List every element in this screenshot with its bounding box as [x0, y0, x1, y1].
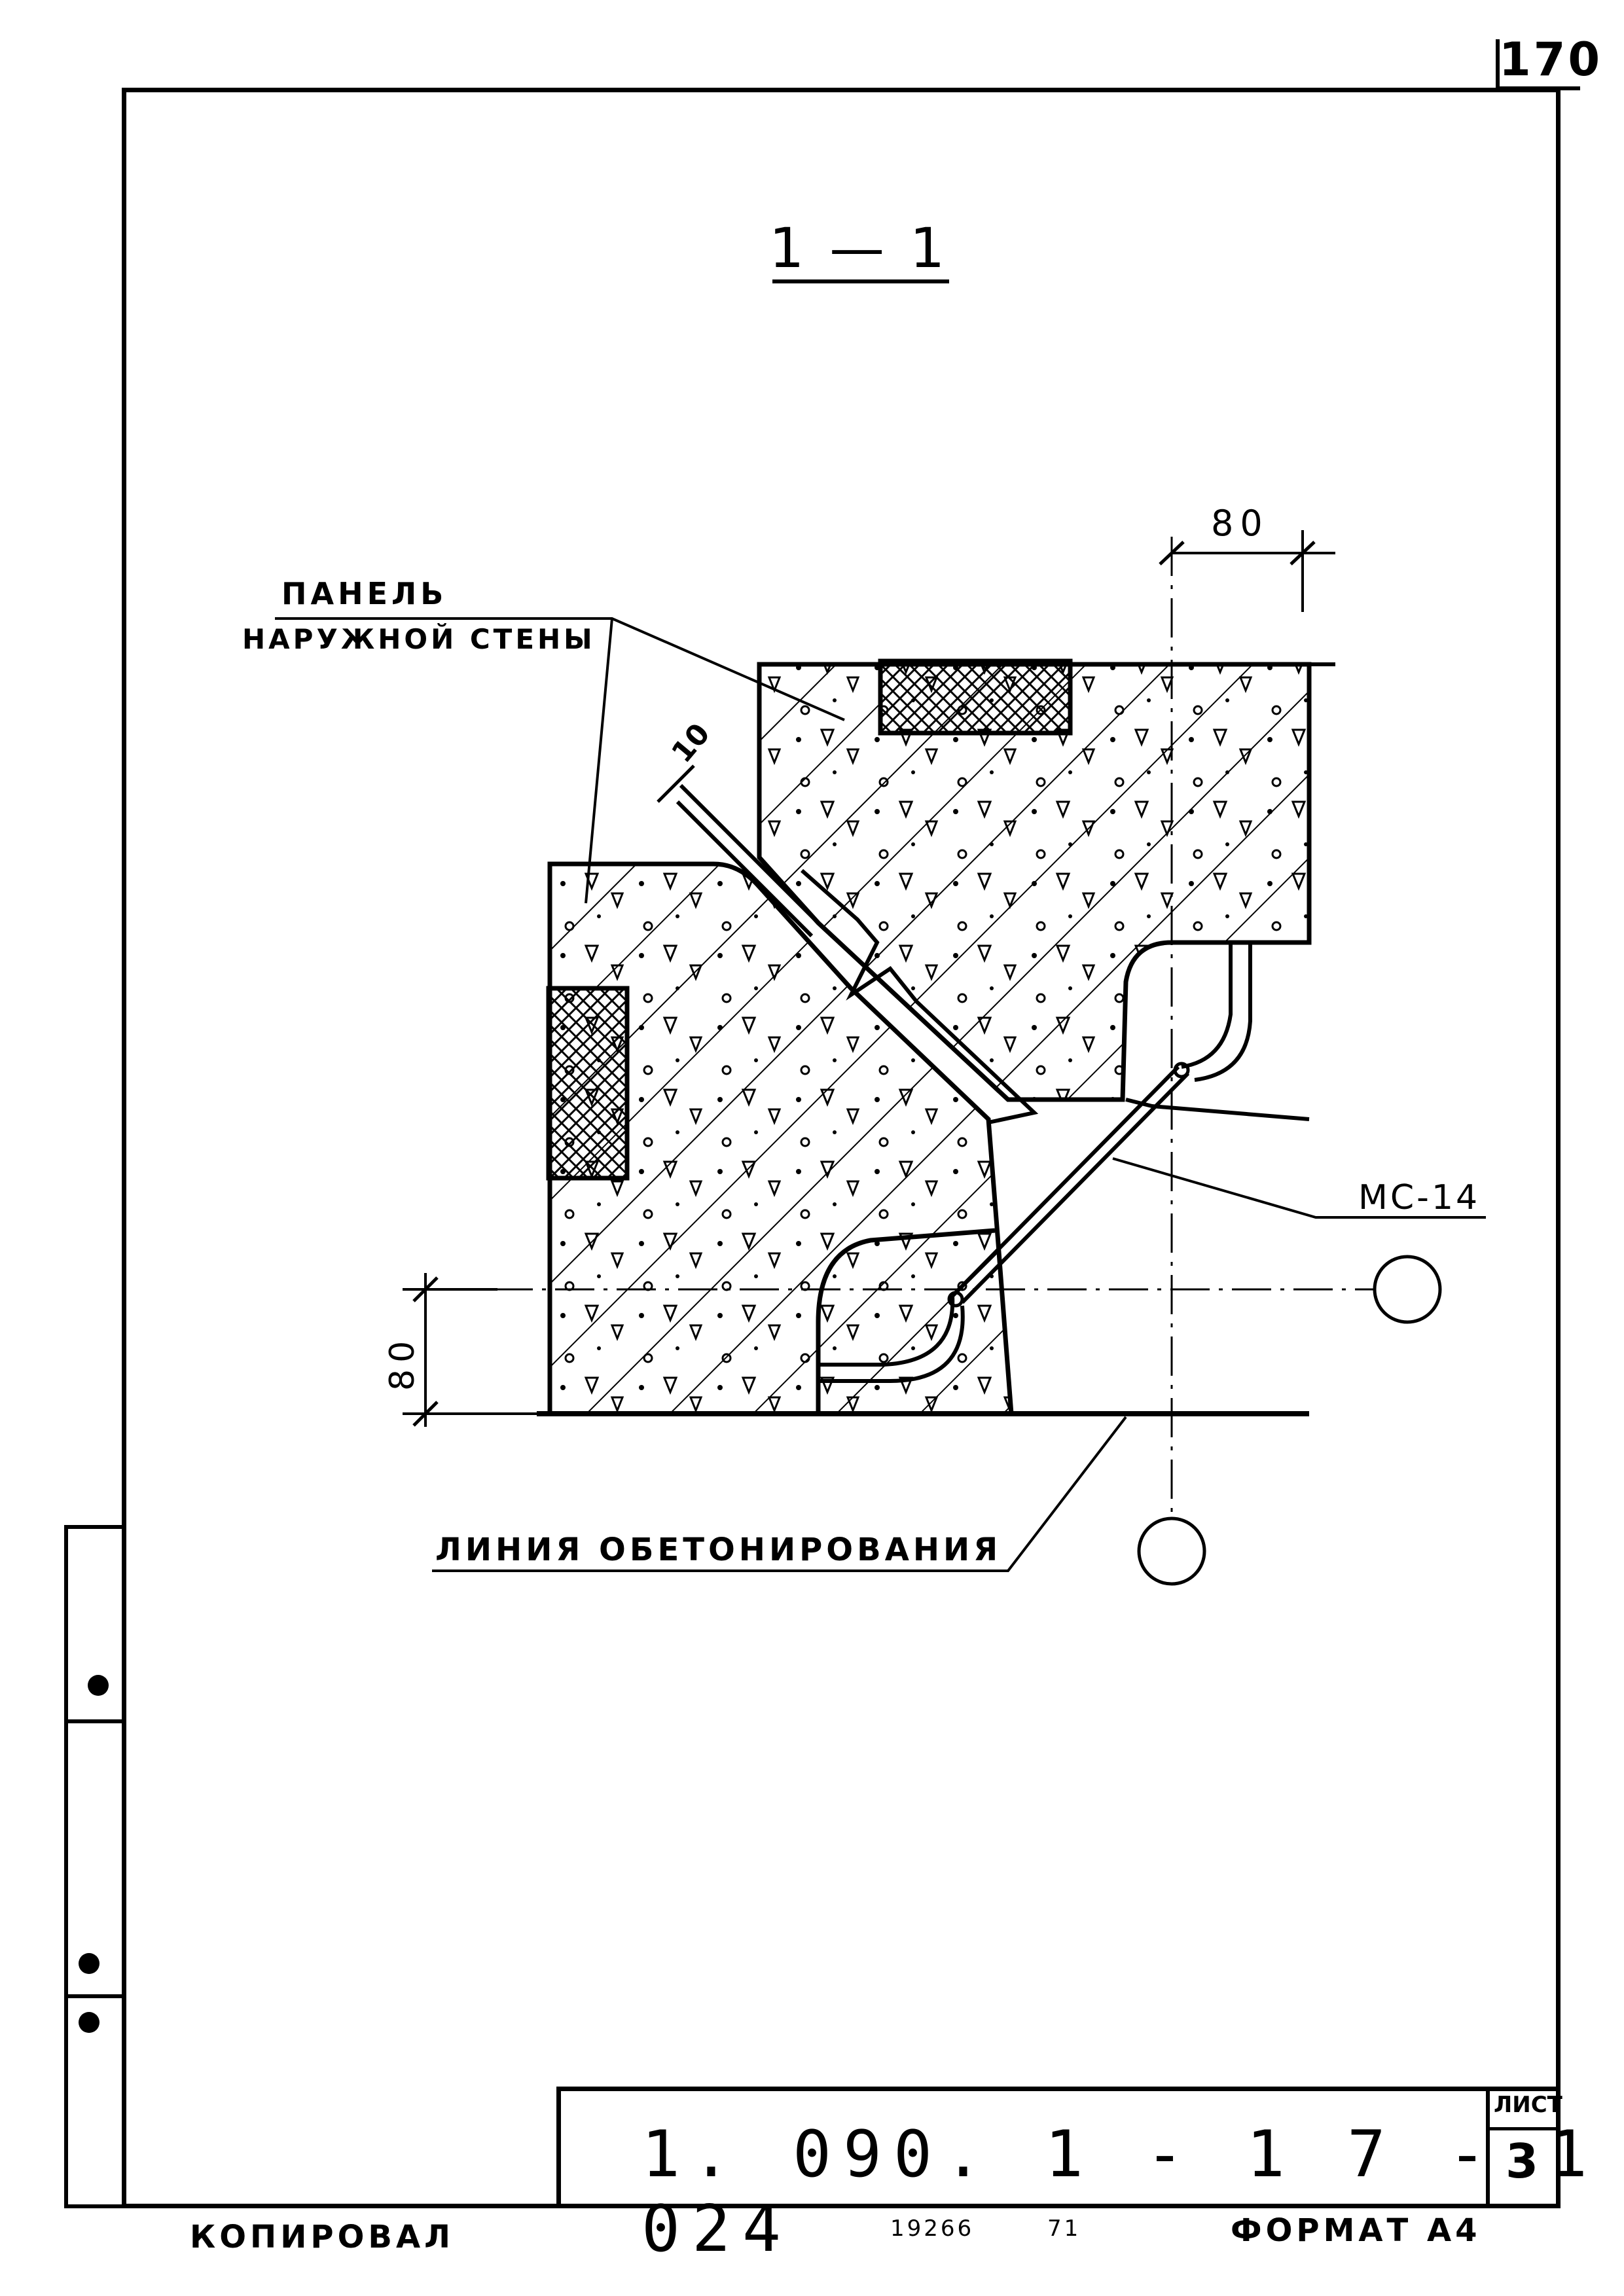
- format-label: ФОРМАТ А4: [1231, 2212, 1481, 2249]
- concreting-leader: [432, 1416, 1127, 1572]
- lower-recess: [816, 1228, 996, 1414]
- insulation-block-top: [878, 658, 1073, 736]
- footer-number-2: 71: [1047, 2215, 1081, 2242]
- sheet-value: 3: [1506, 2134, 1539, 2189]
- sheet-label: ЛИСТ: [1494, 2092, 1562, 2118]
- footer-number: 19266: [890, 2215, 975, 2242]
- panel-leader-2: [585, 618, 613, 904]
- drawing-code: 1. 090. 1 - 1 7 - 1 024: [641, 2117, 1600, 2267]
- axis-marker-bottom: [1137, 1516, 1206, 1586]
- dimension-top: 80: [1211, 503, 1269, 544]
- strip-dot-2: [79, 1953, 99, 1974]
- sheet-box: [1486, 2087, 1561, 2208]
- mc-leader: [1112, 1157, 1486, 1219]
- anchor-label: МС-14: [1358, 1178, 1481, 1217]
- binding-strip: [64, 1525, 122, 2208]
- drawing-frame: [122, 88, 1561, 2208]
- title-block: [556, 2087, 1561, 2208]
- axis-marker-right: [1373, 1255, 1442, 1324]
- concreting-line-label: ЛИНИЯ ОБЕТОНИРОВАНИЯ: [435, 1532, 1002, 1568]
- sheet-box-divider: [1486, 2127, 1561, 2130]
- anchor-bar: [818, 942, 1252, 1383]
- panel-label-line2: НАРУЖНОЙ СТЕНЫ: [242, 623, 596, 655]
- lower-panel: [546, 861, 1014, 1416]
- joint-gap: [801, 869, 1039, 1124]
- panel-label-line1: ПАНЕЛЬ: [281, 576, 448, 611]
- insulation-block-left: [546, 986, 630, 1181]
- dimension-left: 80: [383, 1334, 422, 1391]
- strip-dot-3: [79, 2012, 99, 2033]
- copied-label: КОПИРОВАЛ: [190, 2219, 454, 2255]
- sheet-top-number: 170: [1499, 33, 1603, 86]
- sheet-number-divider: [1496, 39, 1500, 92]
- strip-dot-1: [88, 1675, 109, 1696]
- section-title: 1 — 1: [769, 216, 949, 280]
